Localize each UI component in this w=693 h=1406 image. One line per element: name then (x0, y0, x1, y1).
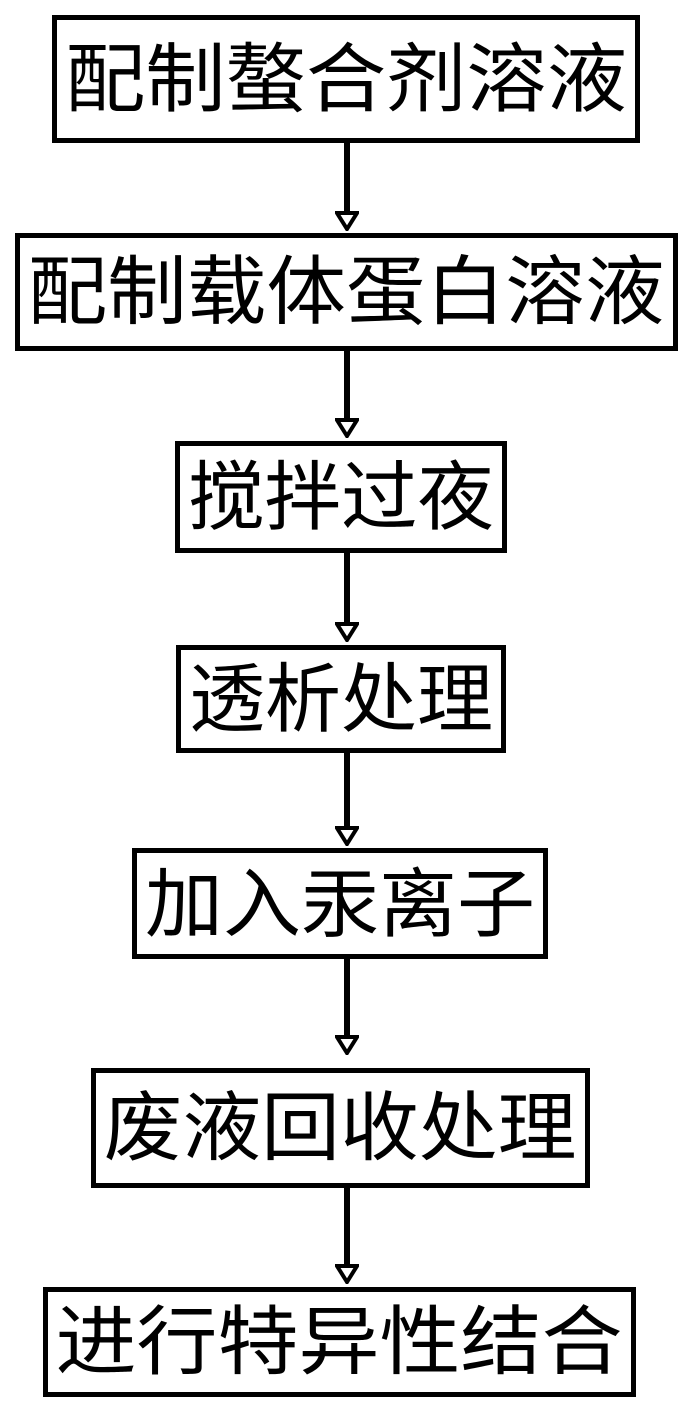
edge-line (344, 959, 350, 1037)
flowchart-node-label: 进行特异性结合 (55, 1297, 624, 1387)
flowchart-node-label: 搅拌过夜 (187, 452, 495, 542)
flowchart-node-step-2[interactable]: 配制载体蛋白溶液 (15, 233, 678, 351)
flowchart-node-label: 透析处理 (188, 654, 494, 744)
flowchart-node-step-4[interactable]: 透析处理 (176, 645, 506, 753)
arrowhead-down-icon (335, 211, 359, 231)
flowchart-node-step-5[interactable]: 加入汞离子 (132, 848, 548, 959)
arrowhead-down-icon (335, 826, 359, 846)
edge-line (344, 553, 350, 625)
arrowhead-down-icon (335, 418, 359, 438)
edge-line (344, 143, 350, 215)
flowchart-node-step-6[interactable]: 废液回收处理 (91, 1068, 590, 1188)
flowchart-node-step-7[interactable]: 进行特异性结合 (43, 1287, 636, 1397)
edge-line (344, 753, 350, 829)
arrowhead-down-icon (335, 1035, 359, 1055)
edge-line (344, 1188, 350, 1266)
arrowhead-down-icon (335, 1264, 359, 1284)
flowchart-node-step-3[interactable]: 搅拌过夜 (175, 441, 507, 553)
edge-line (344, 351, 350, 421)
flowchart-node-step-1[interactable]: 配制螯合剂溶液 (52, 15, 640, 143)
flowchart-node-label: 配制螯合剂溶液 (64, 34, 628, 124)
arrowhead-down-icon (335, 622, 359, 642)
flowchart-node-label: 配制载体蛋白溶液 (27, 247, 666, 337)
flowchart-node-label: 加入汞离子 (144, 859, 536, 948)
flowchart-node-label: 废液回收处理 (103, 1083, 578, 1173)
